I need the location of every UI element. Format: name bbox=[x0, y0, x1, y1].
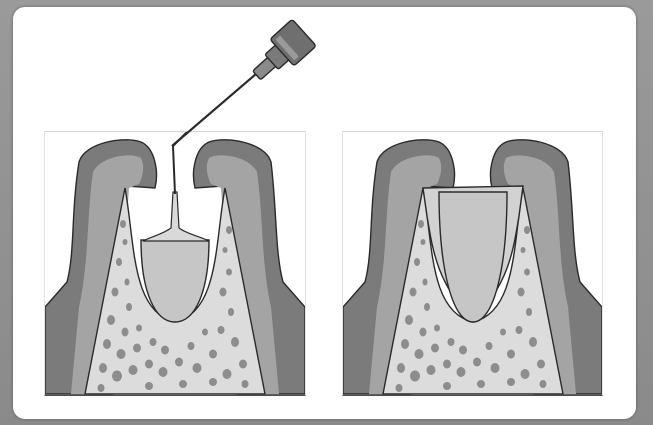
left-fluid-drop bbox=[143, 192, 209, 241]
left-needle bbox=[173, 146, 175, 194]
right-panel bbox=[342, 131, 603, 396]
right-root bbox=[439, 192, 507, 322]
left-panel bbox=[44, 131, 306, 396]
left-tooth-illustration bbox=[45, 132, 305, 395]
right-tooth-illustration bbox=[343, 132, 602, 395]
